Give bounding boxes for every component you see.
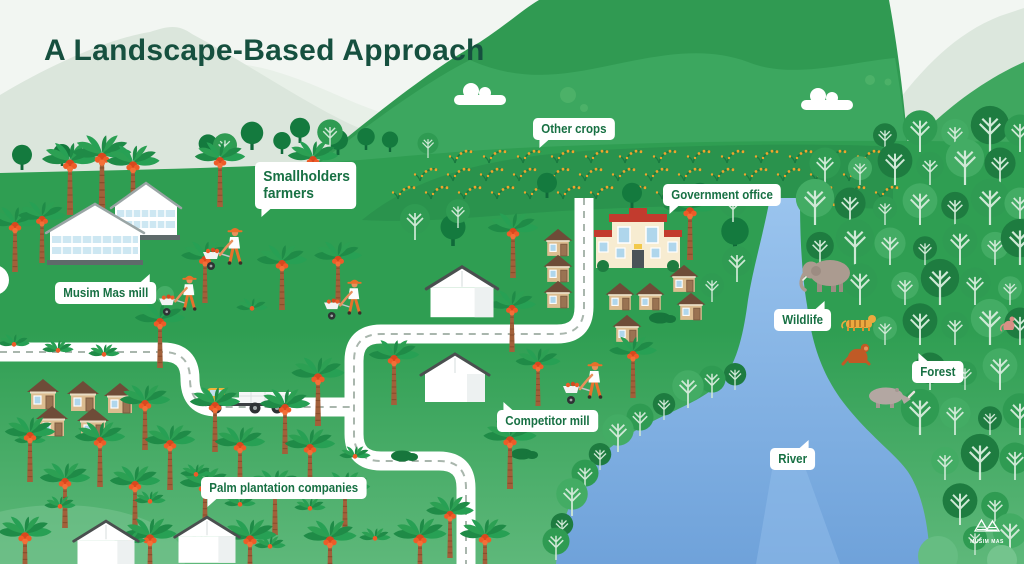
musim-mas-mill-building bbox=[44, 181, 183, 265]
label-musim-mas-mill: Musim Mas mill bbox=[55, 273, 157, 305]
label-government-office: Government office bbox=[663, 184, 782, 215]
rhinoceros bbox=[869, 387, 916, 408]
label-wildlife: Wildlife bbox=[774, 300, 832, 332]
label-forest: Forest bbox=[912, 352, 964, 384]
logo-mountains-icon bbox=[973, 518, 1001, 532]
orangutan bbox=[841, 343, 871, 366]
label-river: River bbox=[770, 439, 816, 471]
label-palm-plantation-companies: Palm plantation companies bbox=[201, 477, 367, 508]
page-title: A Landscape-Based Approach bbox=[44, 34, 485, 67]
musim-mas-logo: MUSIM MAS bbox=[966, 518, 1008, 545]
label-other-crops: Other crops bbox=[533, 118, 615, 149]
label-smallholders-farmers: Smallholders farmers bbox=[255, 162, 357, 216]
label-competitor-mill: Competitor mill bbox=[497, 401, 598, 433]
elephant bbox=[799, 260, 850, 292]
logo-text: MUSIM MAS bbox=[970, 539, 1004, 545]
monkey bbox=[999, 316, 1015, 332]
wildlife-animals bbox=[799, 260, 1015, 408]
cloud bbox=[0, 266, 9, 294]
tiger bbox=[841, 315, 876, 331]
government-office-building bbox=[594, 208, 682, 272]
